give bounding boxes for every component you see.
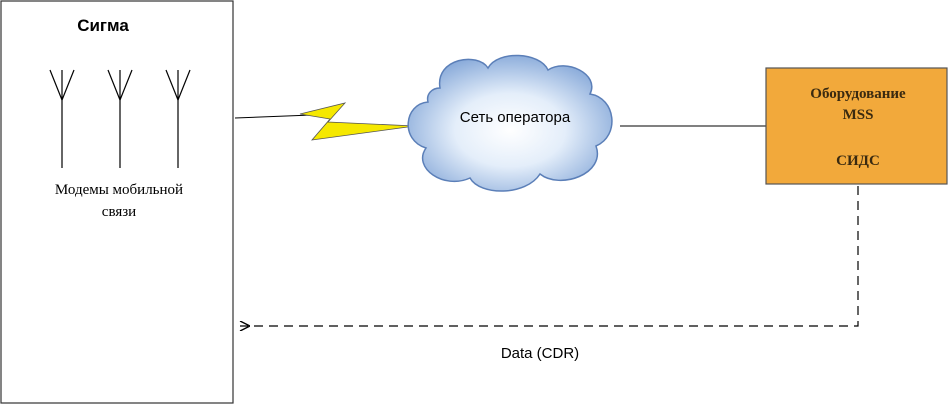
mss-label-line2: MSS [843,107,874,123]
mss-box: Оборудование MSS СИДС [765,67,948,185]
cloud-label: Сеть оператора [460,109,571,126]
operator-cloud: Сеть оператора [407,54,613,192]
wireless-link [234,102,416,141]
cloud-icon [407,54,613,192]
antenna-icon [49,69,75,168]
return-dashed-path [240,186,859,326]
return-link: Data (CDR) [240,186,859,362]
modems-label-line2: связи [102,204,136,220]
mss-label-line1: Оборудование [810,86,906,102]
sigma-box: Сигма Модемы мобильной связи [0,0,234,404]
antenna-icon [165,69,191,168]
wireless-line-left [234,114,313,119]
lightning-icon [299,102,416,141]
mss-box-frame [765,67,948,185]
mss-label-line3: СИДС [836,153,880,169]
return-link-label: Data (CDR) [501,345,579,362]
modems-label-line1: Модемы мобильной [55,182,183,198]
sigma-title: Сигма [77,16,129,35]
sigma-box-frame [0,0,234,404]
antenna-icon [107,69,133,168]
